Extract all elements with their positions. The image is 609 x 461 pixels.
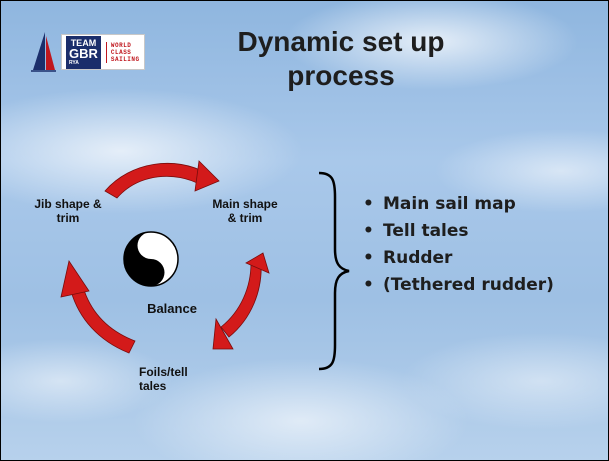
logo-wcs-line: CLASS	[110, 48, 132, 56]
label-jib-shape-trim: Jib shape & trim	[34, 197, 102, 225]
bullet-list: • Main sail map • Tell tales • Rudder • (Tet…	[361, 194, 606, 302]
logo-wcs-line: SAILING	[110, 55, 140, 63]
bullet-item: • Main sail map	[361, 194, 606, 215]
arrow-jib-to-main-icon	[104, 160, 220, 199]
bullet-text: (Tethered rudder)	[383, 275, 554, 295]
logo-team-text: TEAM	[70, 37, 97, 48]
curly-brace-icon	[318, 171, 350, 371]
arrow-foils-to-jib-icon	[60, 259, 136, 354]
bullet-item: • (Tethered rudder)	[361, 275, 606, 296]
logo-gbr-text: GBR	[69, 45, 98, 61]
yin-yang-icon	[123, 231, 179, 287]
bullet-text: Main sail map	[383, 194, 516, 214]
logo-rya-text: RYA	[69, 59, 79, 66]
arrow-main-to-foils-icon	[212, 252, 270, 350]
bullet-marker: •	[363, 194, 374, 214]
logo-world-class-sailing: WORLD CLASS SAILING	[105, 41, 140, 63]
bullet-text: Rudder	[383, 248, 453, 268]
bullet-marker: •	[363, 275, 374, 295]
bullet-text: Tell tales	[383, 221, 469, 241]
bullet-item: • Tell tales	[361, 221, 606, 242]
bullet-item: • Rudder	[361, 248, 606, 269]
bullet-marker: •	[363, 221, 374, 241]
sail-logo-icon	[31, 32, 56, 72]
label-foils-tell-tales: Foils/tell tales	[139, 365, 188, 393]
logo-team-gbr: TEAM GBR RYA	[66, 35, 101, 69]
label-main-shape-trim: Main shape & trim	[212, 197, 278, 225]
bullet-marker: •	[363, 248, 374, 268]
label-balance: Balance	[147, 301, 197, 316]
team-gbr-logo: TEAM GBR RYA WORLD CLASS SAILING	[29, 29, 149, 75]
logo-wcs-line: WORLD	[110, 41, 132, 49]
slide-title: Dynamic set up process	[237, 26, 445, 91]
logo-box: TEAM GBR RYA WORLD CLASS SAILING	[61, 34, 145, 70]
